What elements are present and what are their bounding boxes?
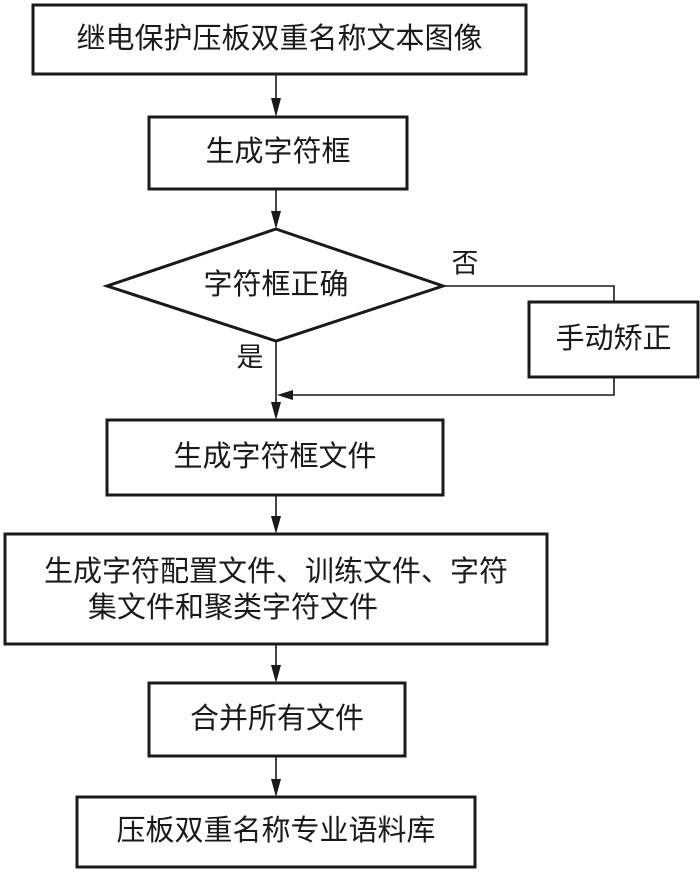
decision-label: 字符框正确 — [203, 267, 348, 301]
decision-char-boxes-correct: 字符框正确 — [102, 227, 448, 343]
step-manual-correction: 手动矫正 — [527, 300, 700, 379]
connector-2-decision — [271, 189, 281, 229]
yes-branch: 是 — [237, 341, 281, 420]
step-corpus: 压板双重名称专业语料库 — [75, 795, 477, 869]
step-corpus-label: 压板双重名称专业语料库 — [116, 813, 435, 847]
step-generate-config-files-line1: 生成字符配置文件、训练文件、字符 — [44, 554, 508, 588]
connector-1-2 — [271, 74, 281, 117]
connector-5-6 — [271, 756, 281, 797]
connector-4-5 — [271, 644, 281, 683]
step-merge-files: 合并所有文件 — [147, 681, 407, 758]
no-label: 否 — [452, 249, 479, 280]
no-branch: 否 — [443, 249, 615, 302]
return-connector — [277, 377, 615, 400]
step-generate-char-boxes: 生成字符框 — [147, 115, 409, 191]
step-generate-char-boxes-label: 生成字符框 — [205, 134, 350, 168]
step-generate-char-box-file: 生成字符框文件 — [105, 418, 445, 497]
connector-3-4 — [271, 495, 281, 534]
step-generate-config-files: 生成字符配置文件、训练文件、字符 集文件和聚类字符文件 — [3, 532, 549, 646]
step-manual-correction-label: 手动矫正 — [555, 321, 671, 355]
step-generate-char-box-file-label: 生成字符框文件 — [173, 439, 376, 473]
step-generate-config-files-line2: 集文件和聚类字符文件 — [88, 590, 378, 624]
step-merge-files-label: 合并所有文件 — [190, 701, 364, 735]
yes-label: 是 — [237, 343, 264, 374]
step-input-image: 继电保护压板双重名称文本图像 — [31, 3, 528, 76]
step-input-image-label: 继电保护压板双重名称文本图像 — [76, 21, 482, 55]
